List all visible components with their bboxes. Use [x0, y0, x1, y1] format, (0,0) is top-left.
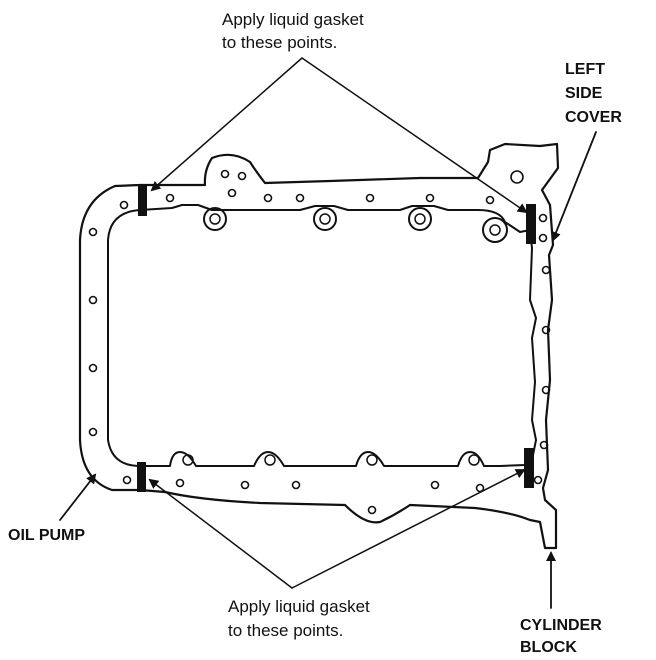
liquid-gasket-points	[137, 186, 536, 492]
top-callout-leaders	[150, 57, 528, 214]
left-side-cover-line-3: COVER	[565, 109, 622, 126]
gasket-inner-outline	[107, 204, 537, 467]
bottom-callout-leaders	[148, 469, 526, 589]
gasket-point-top-left	[138, 186, 147, 216]
gasket-point-bottom-left	[137, 462, 146, 492]
top-callout-line-2: to these points.	[222, 33, 337, 52]
left-side-cover-line-2: SIDE	[565, 85, 603, 102]
bottom-callout-line-2: to these points.	[228, 621, 343, 640]
cylinder-block-line-1: CYLINDER	[520, 617, 602, 634]
cylinder-block-line-2: BLOCK	[520, 639, 577, 656]
bottom-callout-line-1: Apply liquid gasket	[228, 597, 370, 616]
top-bolt-bosses	[203, 207, 508, 243]
bolt-holes	[88, 169, 551, 515]
gasket-point-top-right	[526, 204, 536, 244]
oil-pump-label: OIL PUMP	[8, 527, 85, 544]
oil-pump-arrow	[59, 473, 97, 521]
top-callout-line-1: Apply liquid gasket	[222, 10, 364, 29]
gasket-point-bottom-right	[524, 448, 534, 488]
bottom-bolt-bosses	[182, 454, 480, 466]
left-side-cover-arrow	[551, 131, 597, 242]
left-side-cover-line-1: LEFT	[565, 61, 605, 78]
gasket-outer-outline	[78, 142, 560, 550]
